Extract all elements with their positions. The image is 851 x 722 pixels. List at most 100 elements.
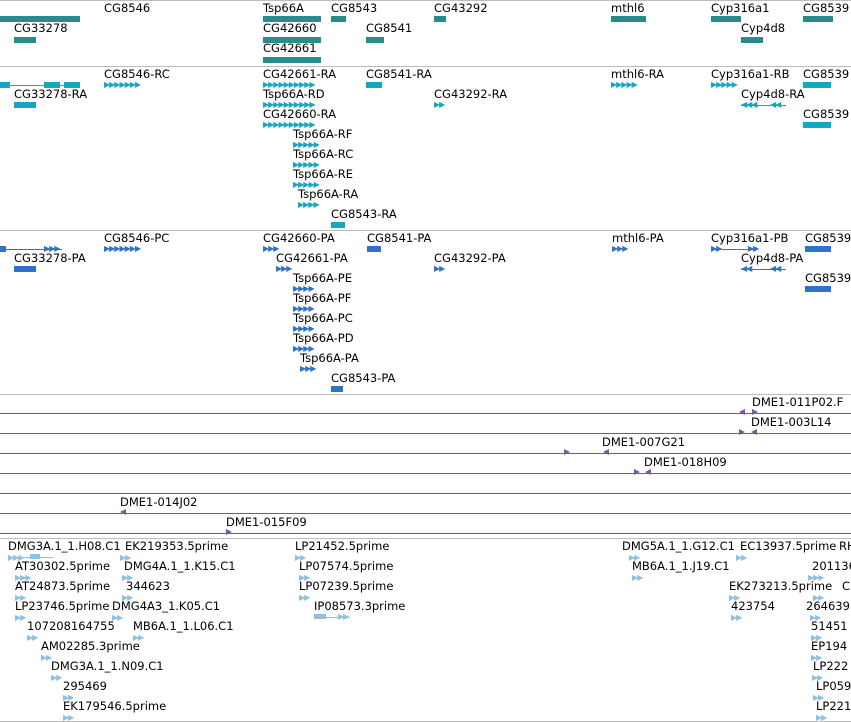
est-glyph[interactable]: ▶▶ xyxy=(731,613,742,622)
protein-glyph[interactable]: ▶▶▶ xyxy=(263,244,280,253)
est-label[interactable]: EP194 xyxy=(811,639,848,653)
transcript-label[interactable]: CG8539 xyxy=(803,67,850,81)
est-label[interactable]: EK273213.5prime xyxy=(729,579,833,593)
est-label[interactable]: DMG4A.1_1.K15.C1 xyxy=(124,559,236,573)
transcript-label[interactable]: Tsp66A-RF xyxy=(293,127,353,141)
gene-glyph[interactable] xyxy=(14,37,36,43)
gene-label[interactable]: CG8539 xyxy=(803,1,850,15)
protein-label[interactable]: CG8543-PA xyxy=(331,371,396,385)
est-glyph[interactable]: ▶▶ xyxy=(729,593,740,602)
exon[interactable] xyxy=(366,82,382,88)
protein-glyph[interactable]: ▶▶▶▶ xyxy=(293,284,315,293)
protein-label[interactable]: CG33278-PA xyxy=(14,251,86,265)
clone-end[interactable] xyxy=(226,529,232,535)
est-label[interactable]: AT30302.5prime xyxy=(15,559,111,573)
transcript-label[interactable]: Tsp66A-RD xyxy=(263,87,325,101)
est-glyph[interactable]: ▶▶ xyxy=(51,673,62,682)
transcript-label[interactable]: CG8541-RA xyxy=(366,67,432,81)
est-glyph[interactable]: ▶▶ xyxy=(629,553,640,562)
est-glyph[interactable]: ▶▶ xyxy=(299,573,310,582)
protein-glyph[interactable]: ▶▶ xyxy=(434,264,445,273)
clone-end[interactable] xyxy=(564,449,570,455)
est-label[interactable]: IP08573.3prime xyxy=(314,599,406,613)
est-glyph[interactable]: ▶▶ xyxy=(338,612,349,621)
est-glyph[interactable]: ▶▶ xyxy=(299,593,310,602)
gene-glyph[interactable] xyxy=(263,57,321,63)
transcript-glyph[interactable]: ▶▶ xyxy=(434,100,445,109)
transcript-glyph[interactable]: ▶▶▶▶▶ xyxy=(611,80,638,89)
est-glyph[interactable]: ▶▶ xyxy=(736,553,747,562)
est-glyph[interactable]: ▶▶ xyxy=(122,573,133,582)
est-exon[interactable] xyxy=(314,614,326,619)
est-glyph[interactable]: ▶▶ xyxy=(41,653,52,662)
exon[interactable] xyxy=(0,246,6,252)
est-glyph[interactable]: ▶▶ xyxy=(632,573,643,582)
protein-label[interactable]: CG8539 xyxy=(805,271,851,285)
transcript-label[interactable]: Cyp4d8-RA xyxy=(741,87,805,101)
gene-label[interactable]: Cyp316a1 xyxy=(711,1,770,15)
gene-glyph[interactable] xyxy=(263,16,321,22)
est-glyph[interactable]: ▶▶ xyxy=(133,633,144,642)
est-label[interactable]: AM02285.3prime xyxy=(41,639,140,653)
est-glyph[interactable]: ▶▶ xyxy=(122,593,133,602)
est-glyph[interactable]: ▶▶ xyxy=(811,653,822,662)
gene-label[interactable]: CG8541 xyxy=(366,21,413,35)
est-label[interactable]: EK179546.5prime xyxy=(63,699,167,713)
clone-end[interactable] xyxy=(751,429,757,435)
est-label[interactable]: 295469 xyxy=(63,679,107,693)
est-label[interactable]: LP059 xyxy=(816,679,851,693)
est-glyph[interactable]: ▶▶ xyxy=(295,553,306,562)
transcript-label[interactable]: Tsp66A-RA xyxy=(298,187,359,201)
transcript-label[interactable]: Tsp66A-RE xyxy=(293,167,354,181)
est-glyph[interactable]: ▶▶ xyxy=(27,633,38,642)
protein-label[interactable]: CG42660-PA xyxy=(263,231,335,245)
clone-label[interactable]: DME1-011P02.F xyxy=(752,395,844,409)
protein-label[interactable]: Cyp316a1-PB xyxy=(711,231,789,245)
protein-label[interactable]: CG8546-PC xyxy=(104,231,170,245)
est-glyph[interactable]: ▶▶ xyxy=(63,713,74,722)
est-label[interactable]: EK219353.5prime xyxy=(125,539,229,553)
exon[interactable] xyxy=(803,82,831,88)
gene-label[interactable]: Tsp66A xyxy=(263,1,304,15)
est-label[interactable]: DMG4A3_1.K05.C1 xyxy=(112,599,221,613)
transcript-label[interactable]: CG8539 xyxy=(803,107,850,121)
transcript-glyph[interactable]: ◀◀◀ xyxy=(741,100,758,109)
gene-label[interactable]: mthl6 xyxy=(611,1,645,15)
est-label[interactable]: MB6A.1_1.L06.C1 xyxy=(133,619,234,633)
protein-label[interactable]: CG43292-PA xyxy=(434,251,506,265)
transcript-glyph[interactable]: ▶▶▶▶▶ xyxy=(293,140,320,149)
est-label[interactable]: DMG5A.1_1.G12.C1 xyxy=(622,539,735,553)
gene-label[interactable]: CG42661 xyxy=(263,41,317,55)
gene-label[interactable]: CG8546 xyxy=(104,1,151,15)
clone-end[interactable] xyxy=(739,429,745,435)
exon[interactable] xyxy=(14,266,36,272)
est-label[interactable]: 107208164755 xyxy=(27,619,115,633)
est-label[interactable]: 51451 xyxy=(811,619,848,633)
protein-label[interactable]: CG42661-PA xyxy=(276,251,348,265)
exon[interactable] xyxy=(367,246,381,252)
protein-glyph[interactable]: ▶▶▶▶ xyxy=(293,344,315,353)
clone-end[interactable] xyxy=(603,449,609,455)
protein-label[interactable]: CG8541-PA xyxy=(367,231,432,245)
est-label[interactable]: DMG3A.1_1.N09.C1 xyxy=(51,659,164,673)
protein-glyph[interactable]: ▶▶▶ xyxy=(276,264,293,273)
transcript-label[interactable]: CG8546-RC xyxy=(104,67,170,81)
protein-label[interactable]: Tsp66A-PC xyxy=(293,311,353,325)
est-glyph[interactable]: ▶▶▶ xyxy=(8,554,25,562)
transcript-label[interactable]: Tsp66A-RC xyxy=(293,147,354,161)
protein-glyph[interactable]: ▶▶▶▶ xyxy=(293,324,315,333)
clone-label[interactable]: DME1-015F09 xyxy=(226,515,307,529)
est-label[interactable]: CH xyxy=(842,579,851,593)
transcript-glyph[interactable]: ◀◀ xyxy=(770,100,781,109)
transcript-glyph[interactable]: ▶▶▶▶▶▶▶▶▶▶ xyxy=(263,120,316,129)
transcript-glyph[interactable]: ▶▶▶▶▶▶▶▶▶▶ xyxy=(263,100,316,109)
exon[interactable] xyxy=(331,222,345,228)
est-label[interactable]: LP23746.5prime xyxy=(15,599,110,613)
est-glyph[interactable]: ▶▶ xyxy=(812,673,823,682)
est-label[interactable]: LP21452.5prime xyxy=(295,539,390,553)
est-label[interactable]: 201136 xyxy=(812,559,851,573)
clone-end[interactable] xyxy=(645,469,651,475)
protein-glyph[interactable]: ▶▶▶ xyxy=(44,244,61,253)
est-label[interactable]: RH xyxy=(839,539,851,553)
est-glyph[interactable]: ▶▶ xyxy=(120,553,131,562)
